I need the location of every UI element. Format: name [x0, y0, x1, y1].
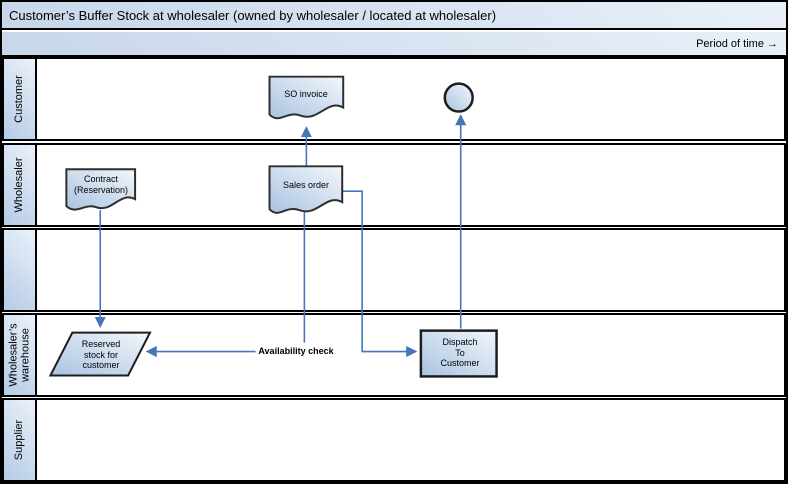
- sales-order-label: Sales order: [282, 180, 330, 190]
- shape-reserved-stock-parallelogram[interactable]: [48, 331, 152, 377]
- shape-end-event-circle[interactable]: [443, 82, 474, 113]
- so-invoice-label: SO invoice: [284, 89, 328, 99]
- flow-sales-order-to-dispatch[interactable]: [342, 190, 418, 358]
- shape-sales-order-document[interactable]: [268, 165, 344, 214]
- dispatch-label: Dispatch To Customer: [440, 337, 480, 369]
- lane-label-wholesalers-warehouse: Wholesaler’s warehouse: [4, 315, 37, 395]
- lane-customer: Customer: [2, 57, 786, 141]
- shape-contract-document[interactable]: [65, 168, 137, 211]
- lane-unnamed: [2, 228, 786, 312]
- contract-label: Contract (Reservation): [73, 174, 129, 195]
- lane-supplier: Supplier: [2, 398, 786, 482]
- diagram-title-bar: Customer’s Buffer Stock at wholesaler (o…: [2, 2, 786, 30]
- diagram-title: Customer’s Buffer Stock at wholesaler (o…: [9, 7, 497, 23]
- reserved-stock-label: Reserved stock for customer: [81, 339, 121, 371]
- lane-label-customer: Customer: [4, 59, 37, 139]
- availability-check-label: Availability check: [258, 346, 334, 356]
- shape-dispatch-rectangle[interactable]: [419, 329, 498, 378]
- period-of-time-label: Period of time →: [696, 37, 778, 50]
- lane-label-supplier: Supplier: [4, 400, 37, 480]
- shape-so-invoice-document[interactable]: [268, 75, 345, 120]
- lane-label-wholesaler: Wholesaler: [4, 145, 37, 225]
- period-of-time-bar: Period of time →: [2, 32, 786, 57]
- lane-label-unnamed: [4, 230, 37, 310]
